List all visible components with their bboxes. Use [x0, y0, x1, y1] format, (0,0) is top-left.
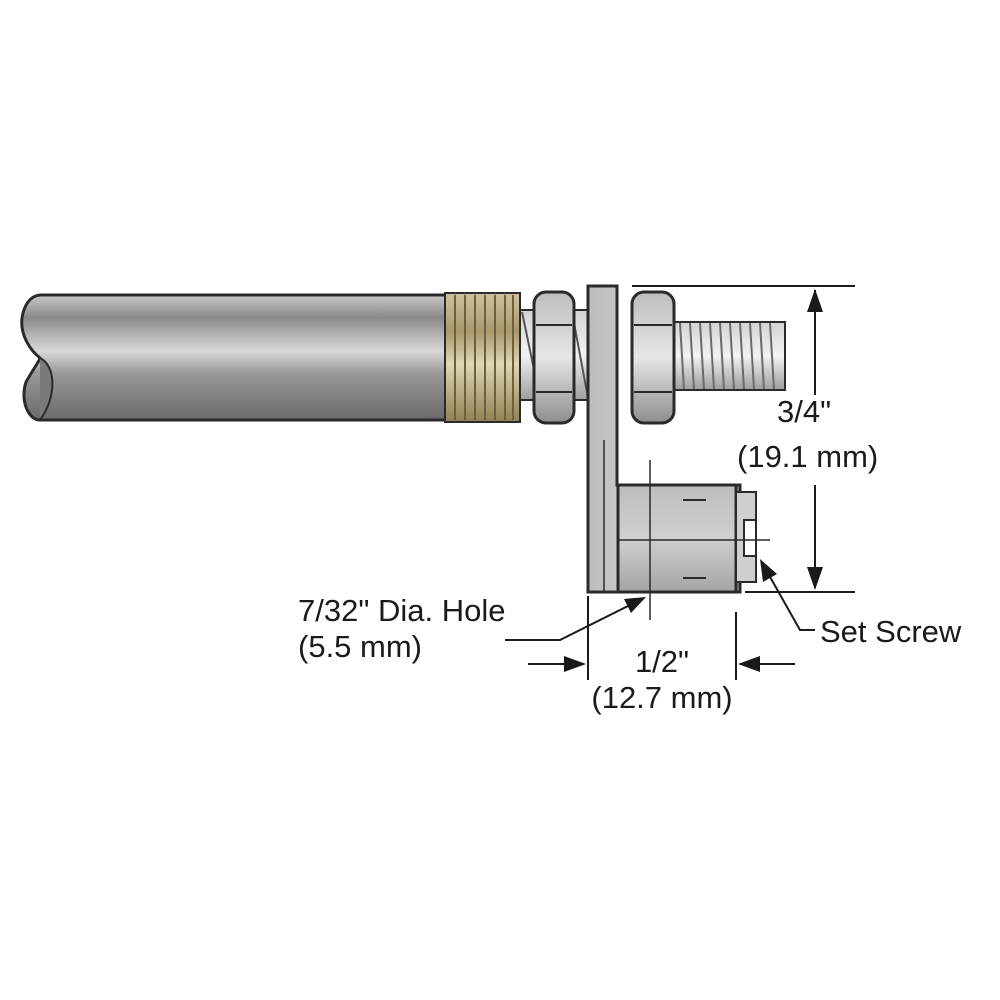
- clamp-block: [603, 440, 770, 620]
- threaded-collar: [444, 292, 521, 423]
- height-mm-label: (19.1 mm): [737, 439, 878, 474]
- set-screw-leader: [760, 559, 815, 631]
- hole-leader: [505, 597, 646, 641]
- set-screw-label: Set Screw: [820, 614, 962, 649]
- dimension-height: [632, 285, 855, 593]
- rod-end-break: [39, 357, 54, 421]
- hex-nut-left: [532, 290, 576, 425]
- width-inch-label: 1/2": [635, 644, 689, 679]
- threaded-stud-right: [669, 321, 786, 391]
- hole-diameter-label: 7/32" Dia. Hole: [298, 593, 505, 628]
- hex-nut-right: [630, 290, 676, 425]
- width-mm-label: (12.7 mm): [591, 680, 732, 715]
- dimension-width: [528, 596, 795, 680]
- rod: [20, 293, 452, 422]
- height-inch-label: 3/4": [777, 394, 831, 429]
- hole-mm-label: (5.5 mm): [298, 629, 422, 664]
